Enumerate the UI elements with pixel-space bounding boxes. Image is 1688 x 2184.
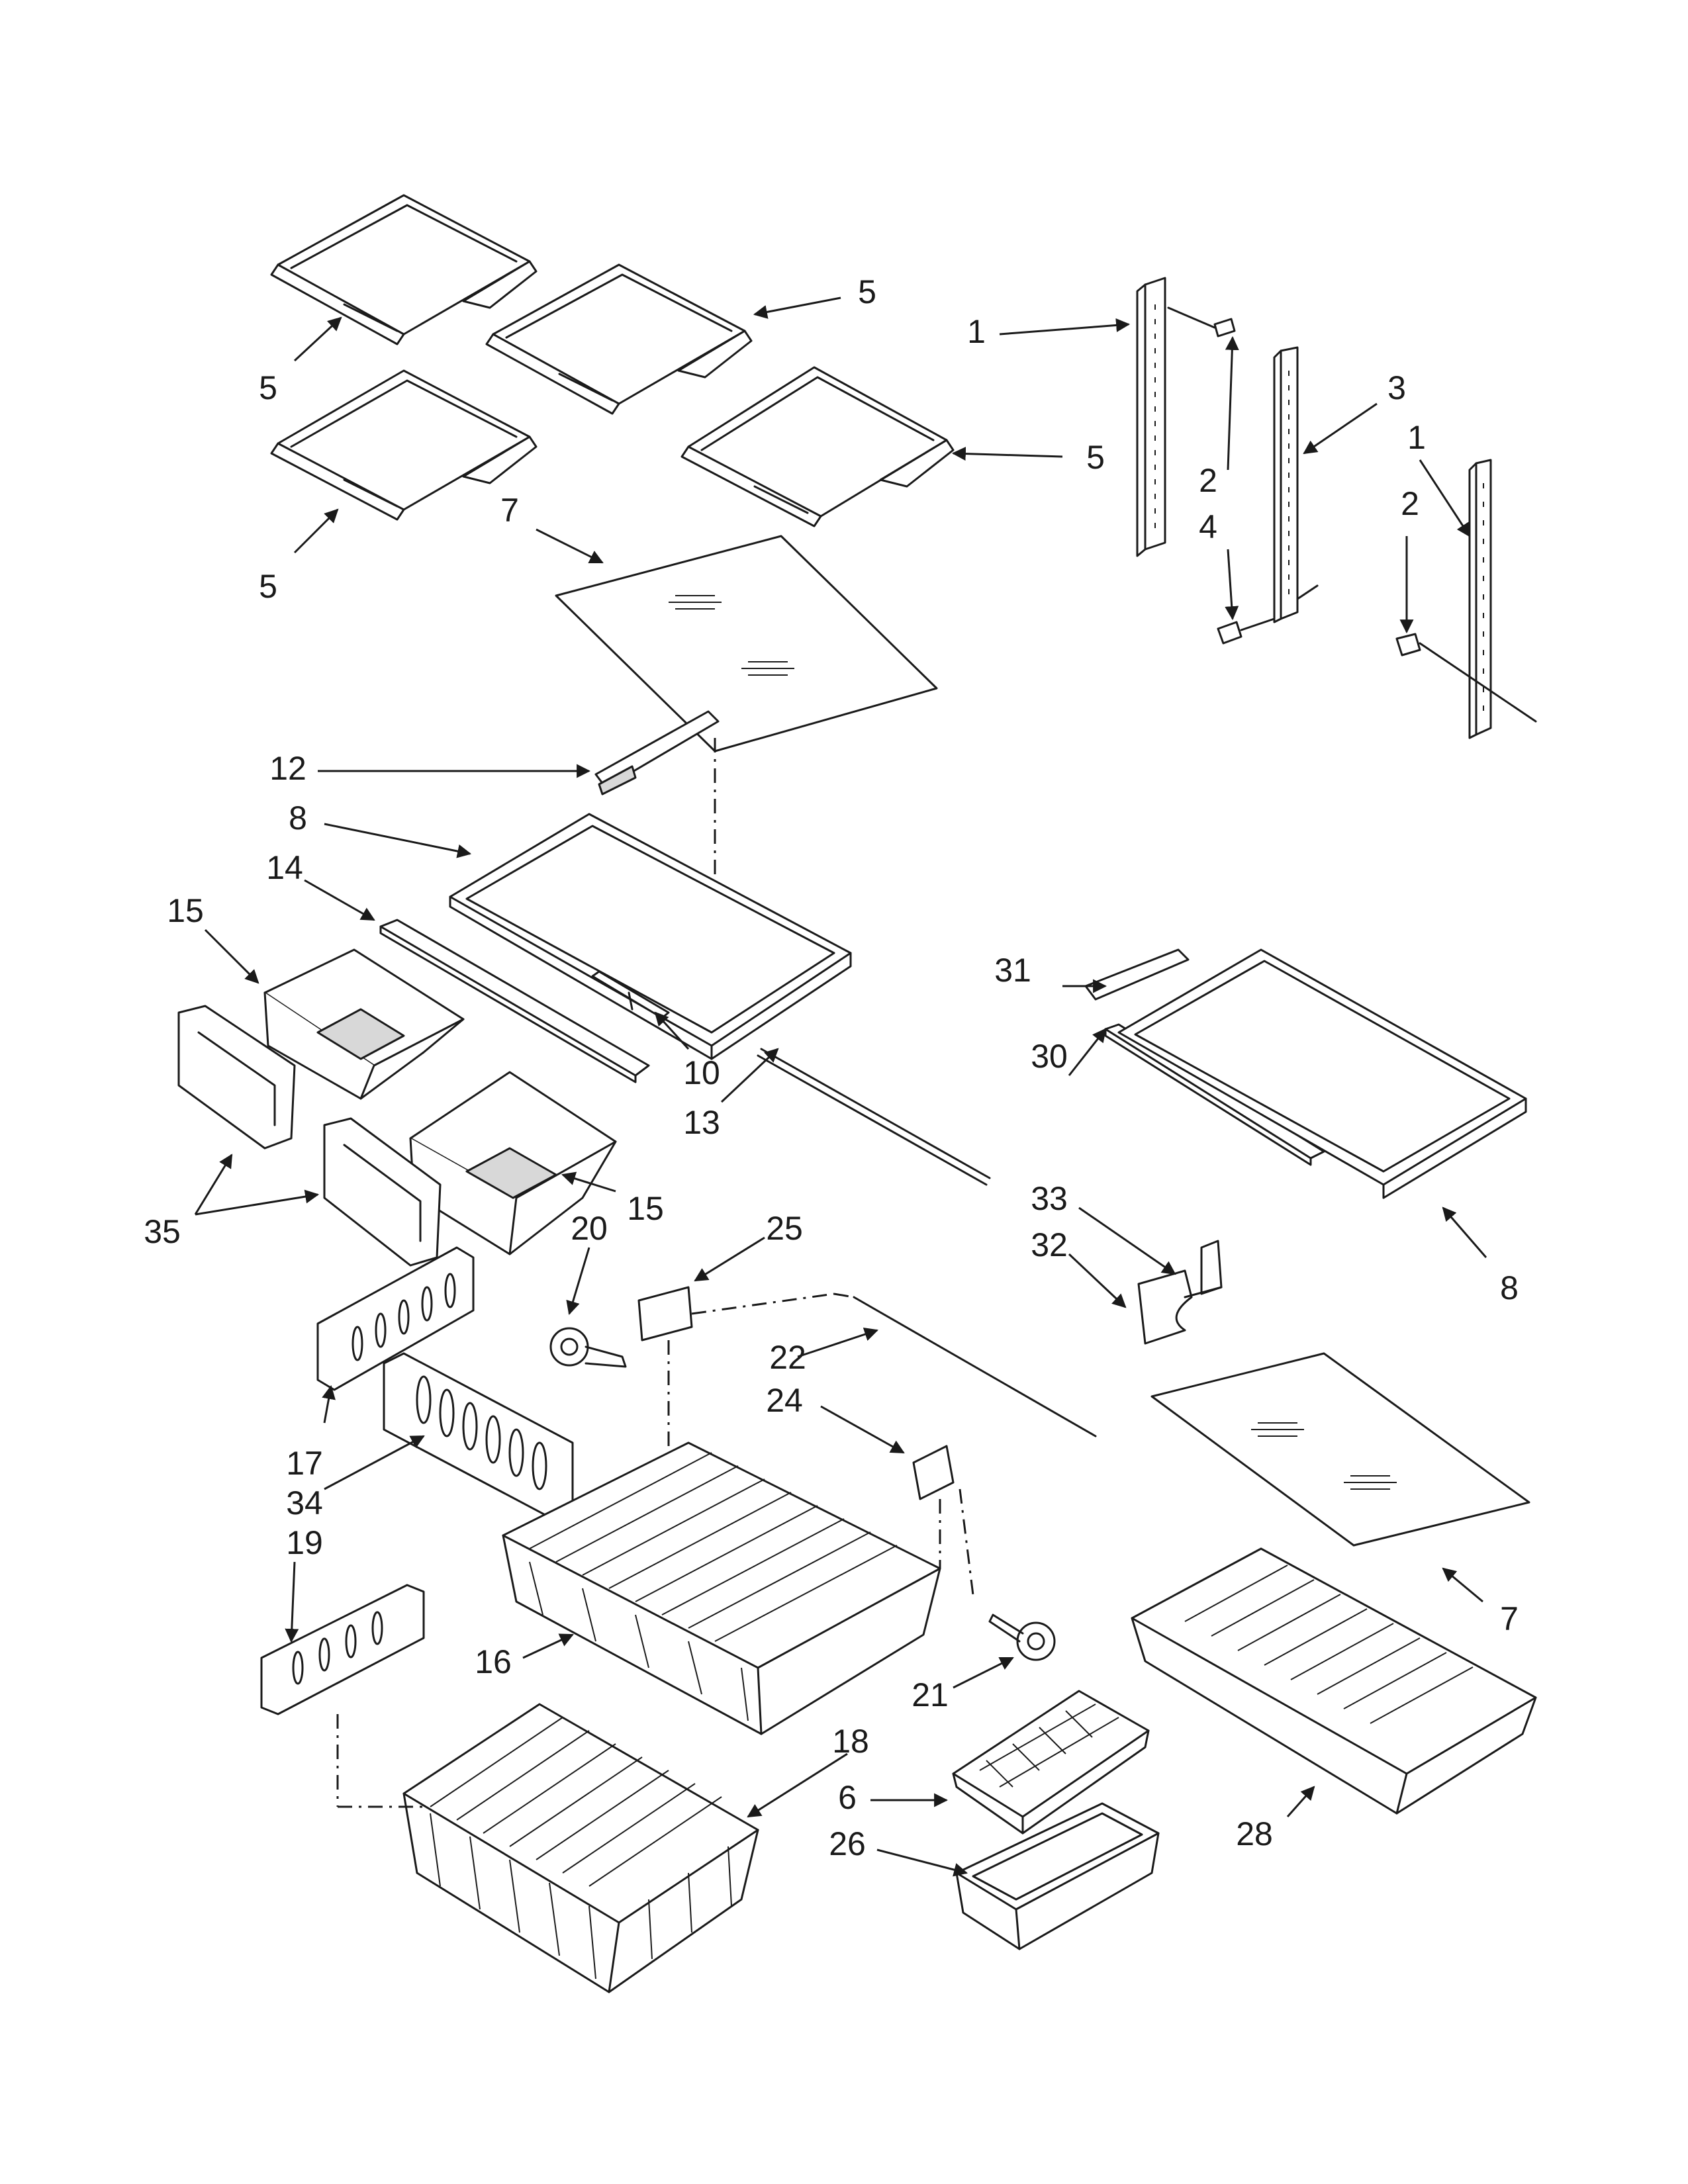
callout-35: 35	[144, 1213, 181, 1250]
cantilever-shelf-1	[270, 194, 538, 345]
deli-pan	[1131, 1547, 1537, 1815]
callout-16: 16	[475, 1643, 512, 1680]
callout-19: 19	[286, 1524, 323, 1561]
divider-panel-long	[383, 1352, 574, 1520]
shelf-slide-rail	[594, 710, 720, 893]
shelf-front-trim-right	[1084, 948, 1190, 1001]
crisper-drawer-left	[263, 948, 465, 1100]
screw-right	[1395, 633, 1537, 723]
basket-bracket-right	[912, 1445, 974, 1596]
callout-31: 31	[994, 952, 1031, 989]
upper-wire-basket	[502, 1441, 941, 1735]
callout-5d: 5	[1086, 439, 1105, 476]
divider-panel-lower	[260, 1584, 463, 1808]
callout-5a: 5	[259, 369, 277, 406]
crisper-cover-strip	[379, 919, 650, 1083]
callout-4: 4	[1199, 508, 1217, 545]
callout-5c: 5	[259, 568, 277, 605]
screw-upper	[1167, 306, 1236, 338]
drive-gear-right	[988, 1614, 1056, 1661]
callout-8b: 8	[1500, 1269, 1519, 1306]
callout-15b: 15	[627, 1190, 664, 1227]
callout-21: 21	[912, 1676, 949, 1713]
callout-17: 17	[286, 1445, 323, 1482]
crisper-drawer-right	[409, 1071, 617, 1255]
callout-labels: 5 5 5 5 1 2 4 3 1 2 7 12 8 14 15 10 13 1…	[144, 273, 1519, 1862]
support-rod	[757, 1048, 991, 1186]
callout-30: 30	[1031, 1038, 1068, 1075]
callout-26: 26	[829, 1825, 866, 1862]
callout-7b: 7	[1500, 1600, 1519, 1637]
callout-34: 34	[286, 1484, 323, 1522]
callout-14: 14	[266, 849, 303, 886]
glass-shelf-upper	[555, 535, 938, 752]
shelf-ladder-center	[1273, 346, 1319, 623]
callout-8a: 8	[289, 799, 307, 837]
callout-1a: 1	[967, 313, 986, 350]
drawer-handle-upper	[177, 1005, 296, 1150]
divider-panel-upper	[316, 1246, 475, 1391]
callout-25: 25	[766, 1210, 803, 1247]
callout-3: 3	[1387, 369, 1406, 406]
callout-2a: 2	[1199, 462, 1217, 499]
shelf-support-bracket	[1137, 1240, 1223, 1345]
ice-storage-bin	[955, 1802, 1160, 1950]
crisper-shelf-frame-left	[449, 813, 852, 1060]
callout-6: 6	[838, 1779, 857, 1816]
callout-12: 12	[269, 750, 306, 787]
callout-7a: 7	[500, 492, 519, 529]
callout-33: 33	[1031, 1180, 1068, 1217]
cantilever-shelf-2	[485, 263, 753, 415]
cantilever-shelf-3	[270, 369, 538, 521]
ice-cube-tray	[952, 1690, 1150, 1835]
callout-20: 20	[571, 1210, 608, 1247]
callout-15a: 15	[167, 892, 204, 929]
callout-22: 22	[769, 1339, 806, 1376]
callout-24: 24	[766, 1382, 803, 1419]
callout-5b: 5	[858, 273, 876, 310]
shelf-frame-right	[1117, 948, 1527, 1199]
callout-13: 13	[683, 1104, 720, 1141]
drive-gear-left	[549, 1327, 627, 1368]
callout-18: 18	[832, 1723, 869, 1760]
callout-10: 10	[683, 1054, 720, 1091]
glass-shelf-lower	[1150, 1352, 1530, 1547]
screw-lower	[1217, 617, 1276, 645]
callout-2b: 2	[1401, 485, 1419, 522]
lower-wire-basket	[402, 1703, 759, 1993]
cantilever-shelf-4	[680, 366, 955, 527]
shelf-ladder-right	[1468, 459, 1492, 739]
basket-bracket-left	[637, 1286, 835, 1449]
leader-lines	[194, 296, 1487, 1877]
callout-1b: 1	[1407, 419, 1426, 456]
slide-rod	[833, 1293, 1097, 1437]
callout-28: 28	[1236, 1815, 1273, 1852]
shelf-ladder-left	[1136, 277, 1166, 557]
callout-32: 32	[1031, 1226, 1068, 1263]
